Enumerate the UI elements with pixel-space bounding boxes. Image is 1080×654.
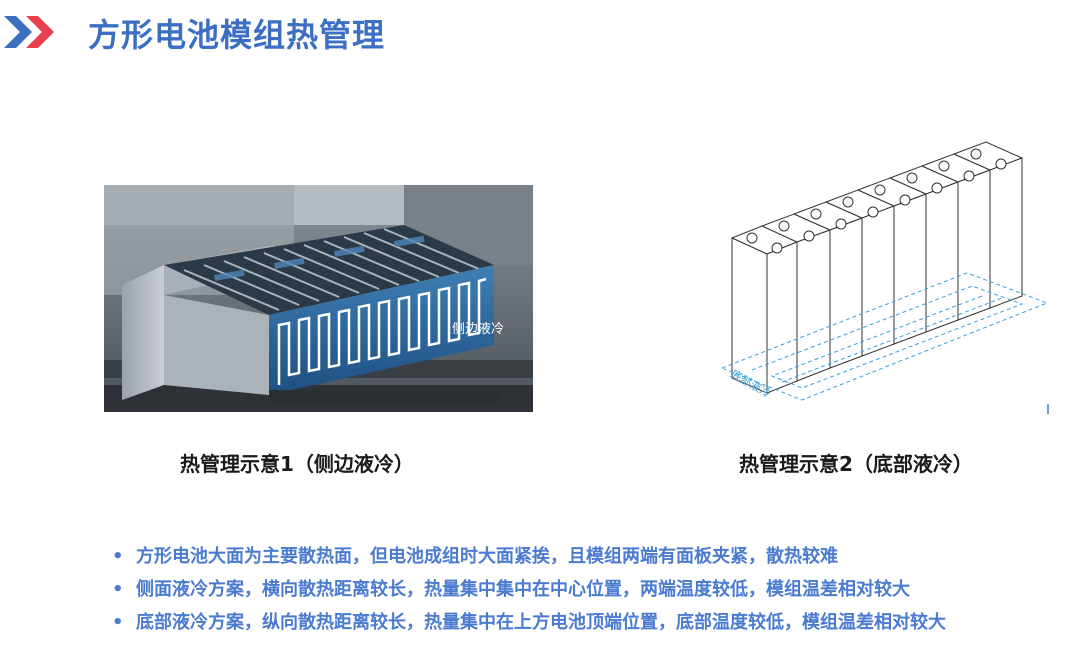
corner-mark: [1047, 404, 1049, 414]
bottom-cooling-diagram: 底部液冷: [720, 138, 1056, 418]
list-item: • 方形电池大面为主要散热面，但电池成组时大面紧挨，且模组两端有面板夹紧，散热较难: [110, 540, 946, 573]
page-title: 方形电池模组热管理: [88, 16, 386, 54]
list-item: • 侧面液冷方案，横向散热距离较长，热量集中集中在中心位置，两端温度较低，模组温差…: [110, 573, 946, 606]
figure2-caption: 热管理示意2（底部液冷）: [739, 452, 973, 476]
bullet-marker: •: [112, 612, 124, 633]
figure1-caption: 热管理示意1（侧边液冷）: [180, 452, 414, 476]
bullet-text: 侧面液冷方案，横向散热距离较长，热量集中集中在中心位置，两端温度较低，模组温差相…: [136, 579, 910, 600]
side-cooling-label: 侧边液冷: [452, 322, 504, 337]
list-item: • 底部液冷方案，纵向散热距离较长，热量集中在上方电池顶端位置，底部温度较低，模组…: [110, 606, 946, 639]
bullet-list: • 方形电池大面为主要散热面，但电池成组时大面紧挨，且模组两端有面板夹紧，散热较难…: [110, 540, 946, 639]
bullet-marker: •: [112, 579, 124, 600]
bullet-text: 方形电池大面为主要散热面，但电池成组时大面紧挨，且模组两端有面板夹紧，散热较难: [136, 546, 838, 567]
bullet-text: 底部液冷方案，纵向散热距离较长，热量集中在上方电池顶端位置，底部温度较低，模组温…: [136, 612, 946, 633]
bullet-marker: •: [112, 546, 124, 567]
side-cooling-photo: 侧边液冷: [104, 185, 533, 412]
double-chevron-right-icon: [4, 16, 54, 48]
